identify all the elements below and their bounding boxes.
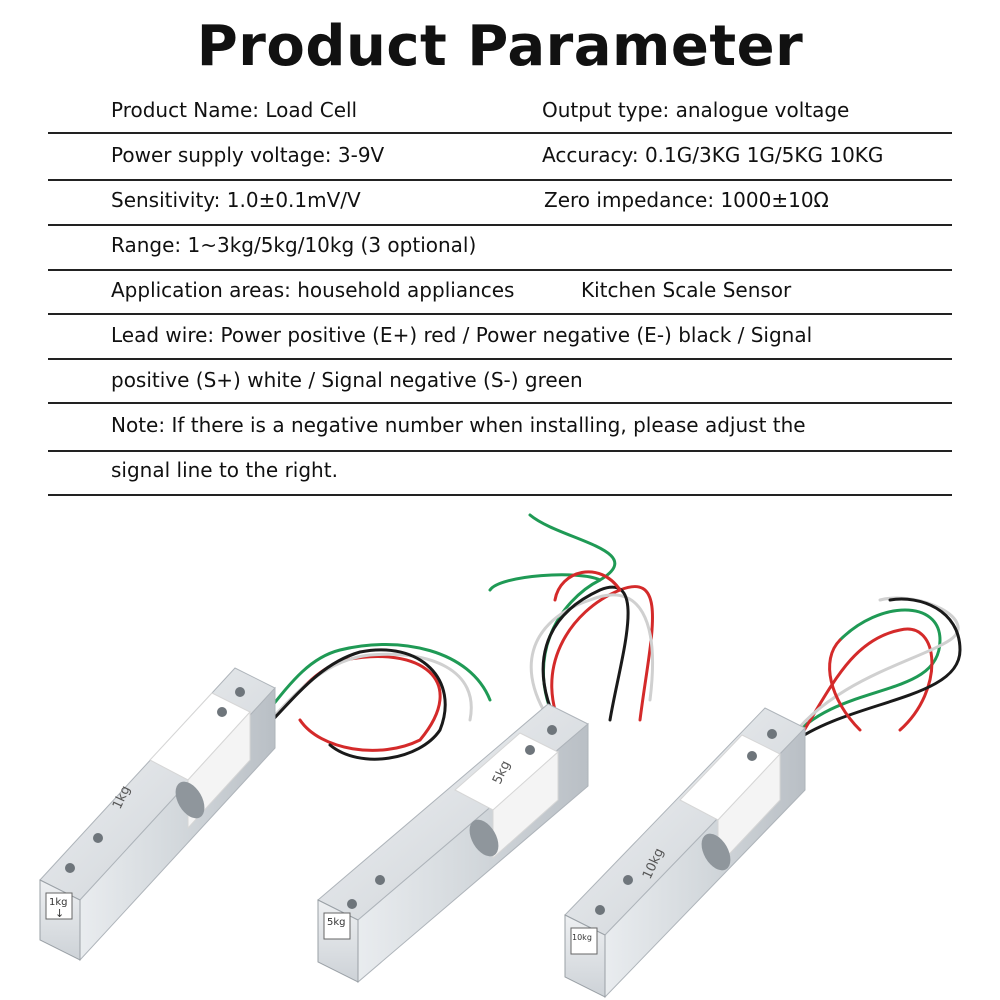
cell-2-end-label: 5kg — [327, 917, 346, 928]
wire-black — [246, 648, 447, 761]
param-row-3: Sensitivity: 1.0±0.1mV/V Zero impedance:… — [48, 178, 952, 223]
application-extra: Kitchen Scale Sensor — [581, 278, 792, 302]
wire-white — [529, 593, 654, 734]
row-divider — [48, 179, 952, 181]
lead-wire-line-1: Lead wire: Power positive (E+) red / Pow… — [111, 323, 813, 347]
wire-bundle-3 — [786, 596, 962, 747]
wire-bundle-1 — [238, 643, 492, 761]
load-cell-5kg: 5kg 5kg — [317, 513, 654, 984]
wire-bundle-2 — [488, 513, 654, 737]
output-type: Output type: analogue voltage — [542, 98, 850, 122]
cell-3-end-label: 10kg — [572, 933, 592, 942]
lead-wire-line-2: positive (S+) white / Signal negative (S… — [111, 368, 583, 392]
sensitivity: Sensitivity: 1.0±0.1mV/V — [111, 188, 361, 212]
param-row-1: Product Name: Load Cell Output type: ana… — [48, 88, 952, 133]
param-row-2: Power supply voltage: 3-9V Accuracy: 0.1… — [48, 133, 952, 178]
param-row-7: positive (S+) white / Signal negative (S… — [48, 358, 952, 403]
svg-text:↓: ↓ — [55, 907, 64, 920]
wire-white — [248, 652, 473, 744]
row-divider — [48, 358, 952, 360]
row-divider — [48, 269, 952, 271]
note-line-1: Note: If there is a negative number when… — [111, 413, 806, 437]
row-divider — [48, 132, 952, 134]
param-row-8: Note: If there is a negative number when… — [48, 403, 952, 448]
row-divider — [48, 224, 952, 226]
wire-green — [238, 643, 492, 747]
cell-1-through-hole — [175, 781, 205, 819]
page-title: Product Parameter — [196, 14, 804, 79]
param-row-6: Lead wire: Power positive (E+) red / Pow… — [48, 313, 952, 358]
power-supply-voltage: Power supply voltage: 3-9V — [111, 143, 385, 167]
row-divider — [48, 313, 952, 315]
wire-green — [528, 513, 617, 732]
accuracy: Accuracy: 0.1G/3KG 1G/5KG 10KG — [542, 143, 884, 167]
param-row-5: Application areas: household appliances … — [48, 268, 952, 313]
zero-impedance: Zero impedance: 1000±10Ω — [544, 188, 829, 212]
load-cell-product-photo: 1kg 1kg ↓ 5kg 5kg — [39, 513, 962, 999]
row-divider — [48, 402, 952, 404]
load-cell-10kg: 10kg 10kg — [564, 596, 962, 999]
note-line-2: signal line to the right. — [111, 458, 338, 482]
param-row-4: Range: 1~3kg/5kg/10kg (3 optional) — [48, 223, 952, 268]
cell-1-end-label: 1kg — [49, 897, 68, 908]
range: Range: 1~3kg/5kg/10kg (3 optional) — [111, 233, 477, 257]
application-areas: Application areas: household appliances — [111, 278, 515, 302]
wire-green — [788, 608, 942, 742]
product-name: Product Name: Load Cell — [111, 98, 358, 122]
row-divider — [48, 450, 952, 452]
wire-black — [541, 585, 630, 736]
row-divider — [48, 494, 952, 496]
cell-3-through-hole — [701, 833, 731, 871]
cell-2-through-hole — [469, 819, 499, 857]
wire-black — [790, 597, 962, 745]
load-cell-1kg: 1kg 1kg ↓ — [39, 643, 492, 962]
param-row-9: signal line to the right. — [48, 448, 952, 493]
